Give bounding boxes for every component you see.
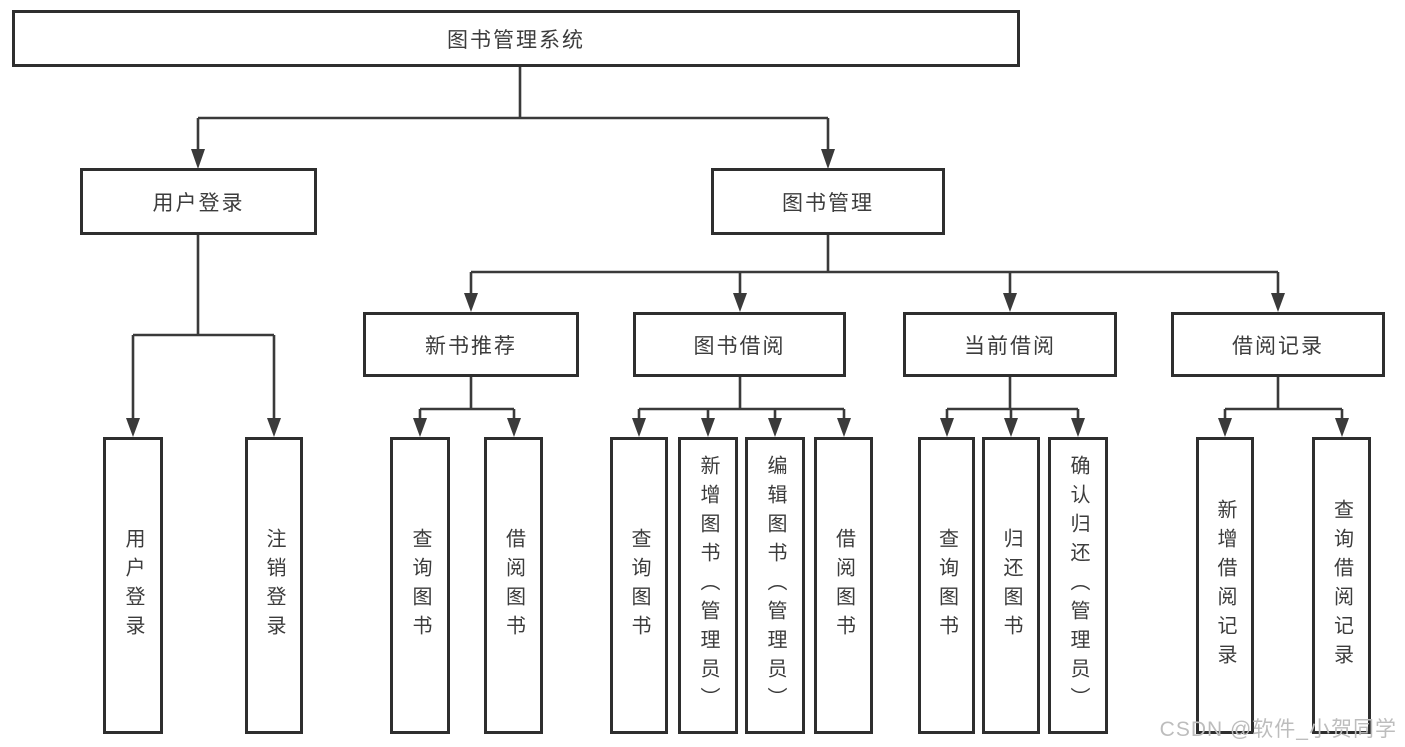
- node-leaf-logout: 注销登录: [245, 437, 303, 734]
- node-user-login: 用户登录: [80, 168, 317, 235]
- leaf-label: 新增借阅记录: [1214, 498, 1236, 673]
- node-leaf-user-login: 用户登录: [103, 437, 163, 734]
- node-add-borrow-record: 新增借阅记录: [1196, 437, 1254, 734]
- node-book-borrowing: 图书借阅: [633, 312, 846, 377]
- leaf-label: 注销登录: [263, 527, 285, 644]
- leaf-label: 借阅图书: [832, 527, 855, 644]
- leaf-label: 确认归还（管理员）: [1067, 455, 1089, 716]
- node-new-book-recommendation: 新书推荐: [363, 312, 579, 377]
- leaf-label: 查询图书: [628, 527, 650, 644]
- node-query-borrow-record: 查询借阅记录: [1312, 437, 1371, 734]
- node-query-books-borrow: 查询图书: [610, 437, 668, 734]
- node-query-books-recommend: 查询图书: [390, 437, 450, 734]
- csdn-watermark: CSDN @软件_小贺同学: [1159, 718, 1397, 741]
- node-book-management: 图书管理: [711, 168, 945, 235]
- node-borrow-books: 借阅图书: [814, 437, 873, 734]
- node-book-management-system: 图书管理系统: [12, 10, 1020, 67]
- leaf-label: 查询借阅记录: [1330, 498, 1353, 673]
- node-edit-book-admin: 编辑图书（管理员）: [745, 437, 805, 734]
- leaf-label: 编辑图书（管理员）: [764, 455, 786, 716]
- connector-path: [131, 67, 1344, 419]
- leaf-label: 归还图书: [1000, 527, 1022, 644]
- node-borrowing-records: 借阅记录: [1171, 312, 1385, 377]
- node-current-borrowing: 当前借阅: [903, 312, 1117, 377]
- node-return-books: 归还图书: [982, 437, 1040, 734]
- node-query-books-current: 查询图书: [918, 437, 975, 734]
- leaf-label: 用户登录: [122, 527, 144, 644]
- arrowhead-icons: [126, 149, 1349, 437]
- leaf-label: 新增图书（管理员）: [697, 455, 719, 716]
- node-borrow-books-recommend: 借阅图书: [484, 437, 543, 734]
- node-add-book-admin: 新增图书（管理员）: [678, 437, 738, 734]
- node-confirm-return-admin: 确认归还（管理员）: [1048, 437, 1108, 734]
- leaf-label: 查询图书: [409, 527, 431, 644]
- leaf-label: 查询图书: [935, 527, 958, 644]
- leaf-label: 借阅图书: [502, 527, 525, 644]
